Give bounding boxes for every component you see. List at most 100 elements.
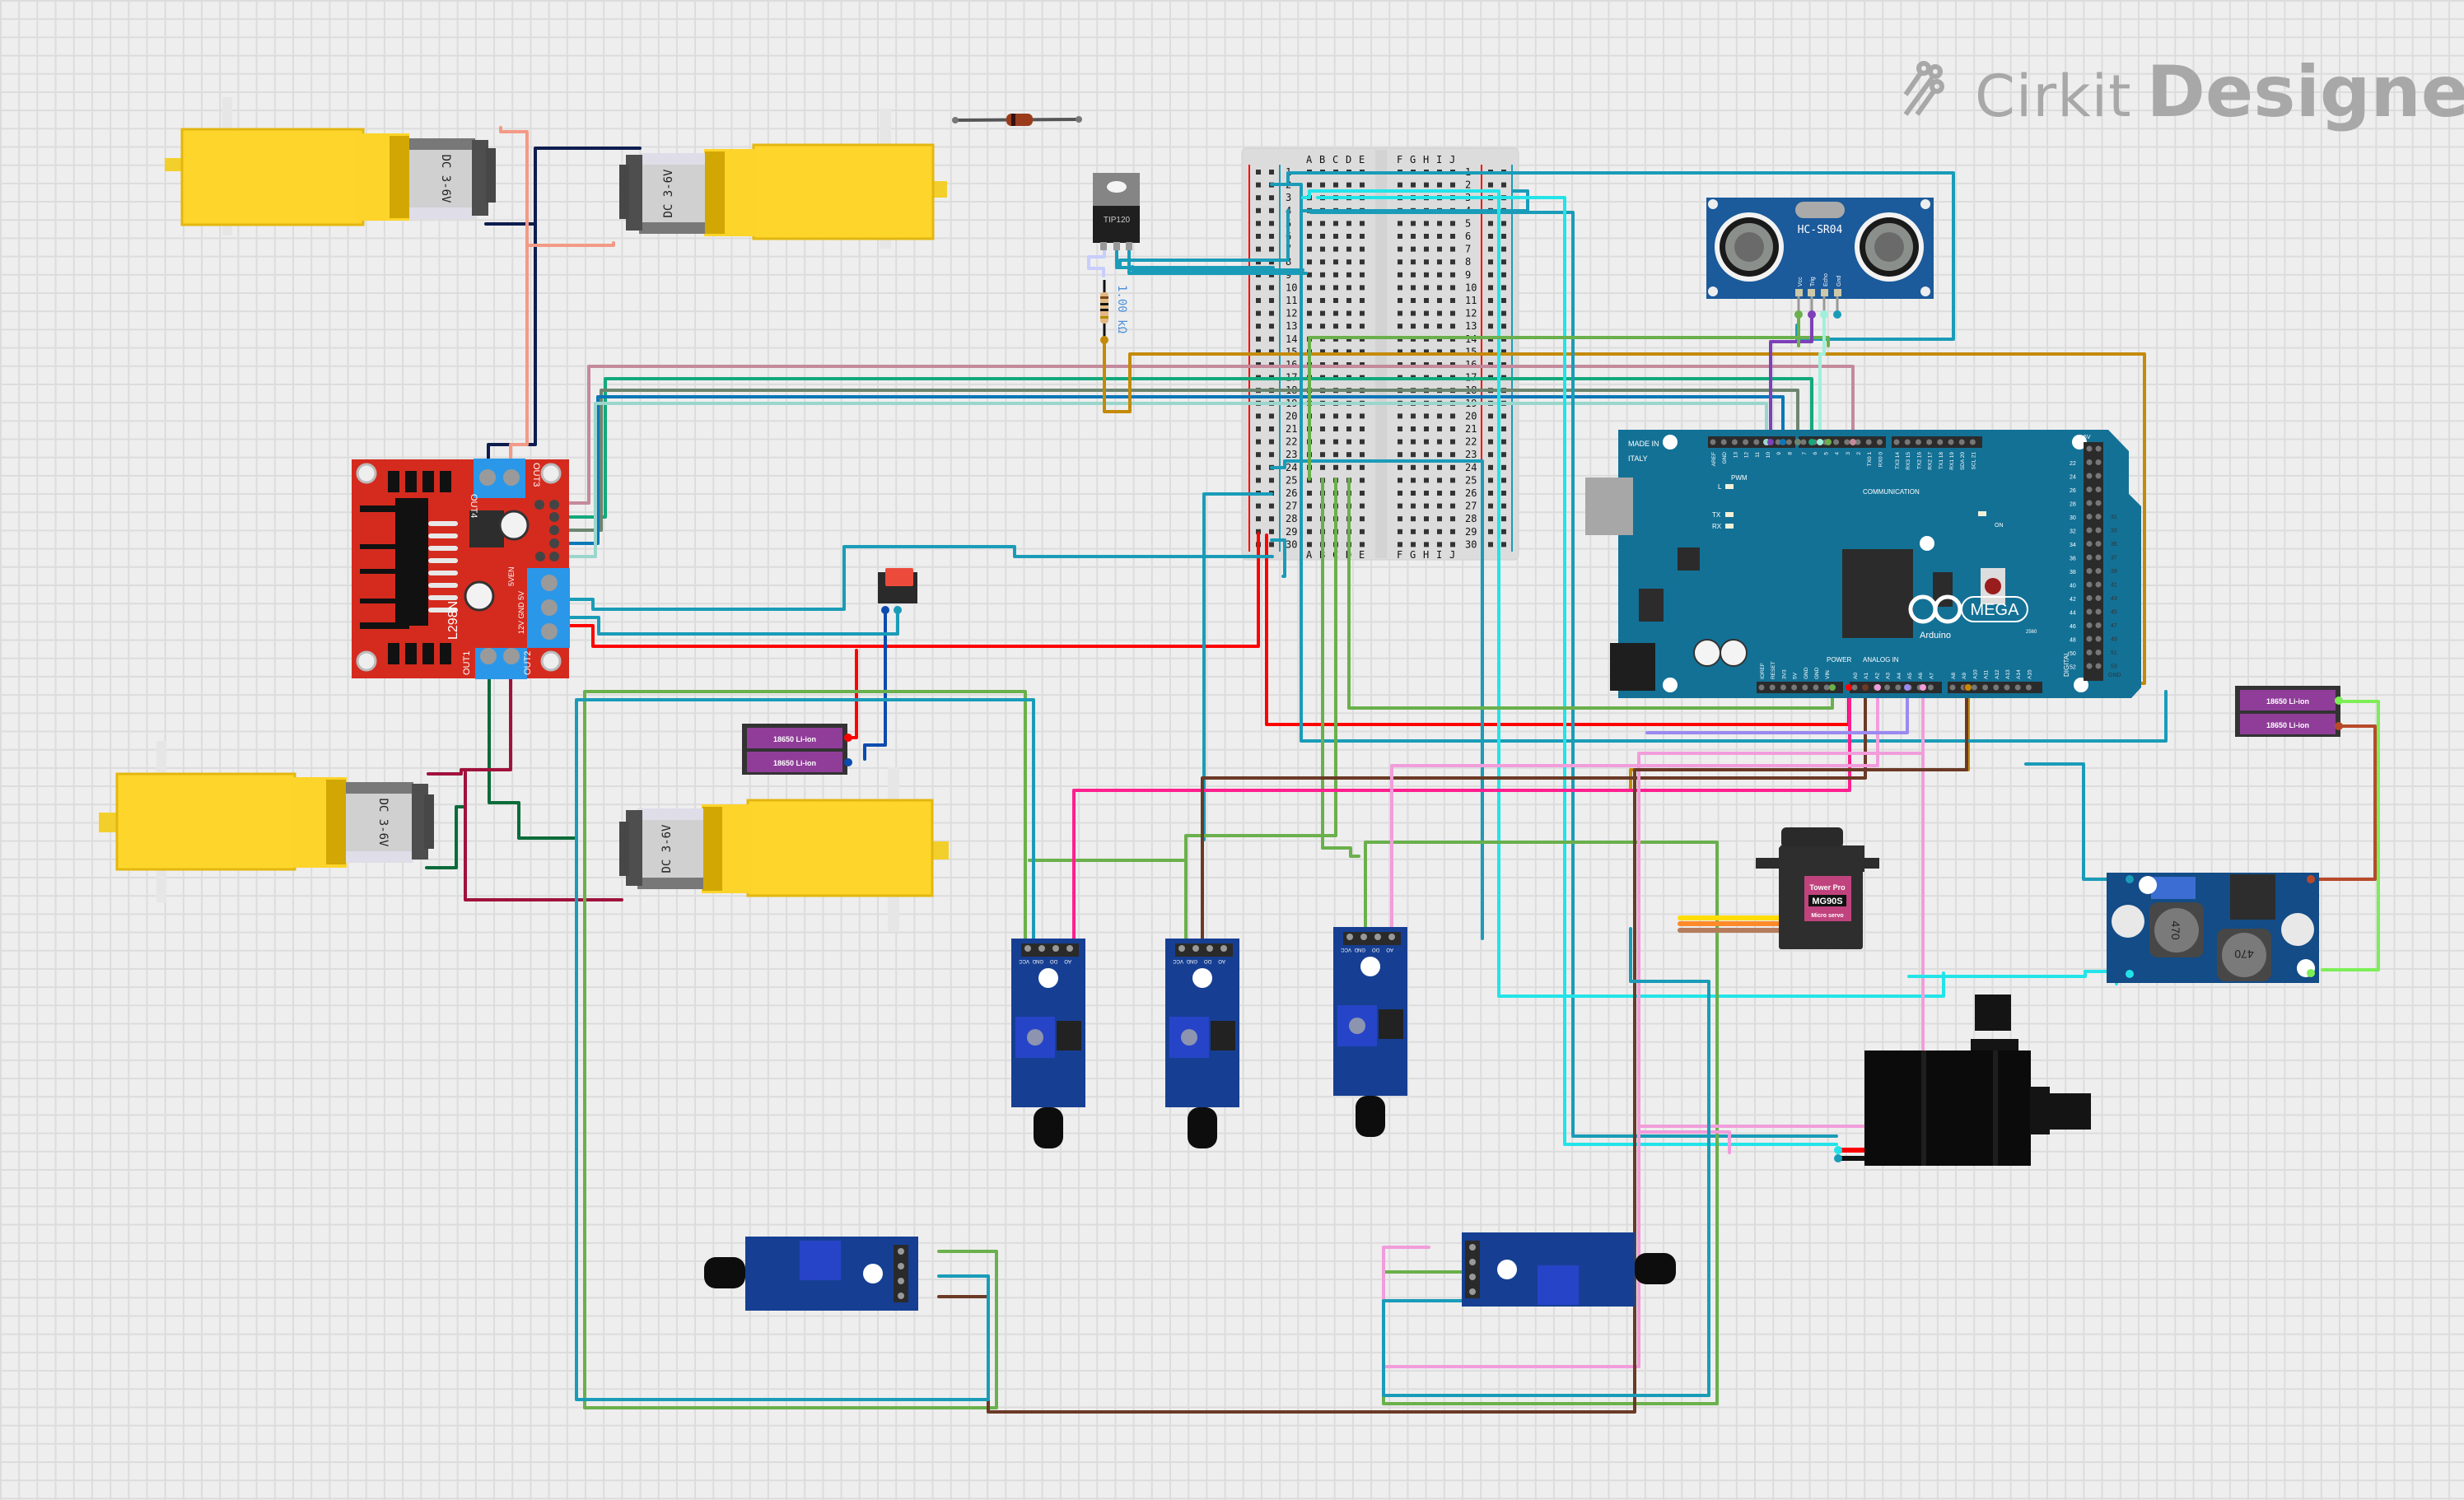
breadboard-hole[interactable] [1450,285,1455,291]
breadboard-hole[interactable] [1398,426,1402,431]
breadboard-hole[interactable] [1424,516,1429,522]
breadboard-hole[interactable] [1333,285,1338,291]
header-pin[interactable] [1710,439,1716,445]
breadboard-hole[interactable] [1360,491,1365,496]
breadboard-hole[interactable] [1346,413,1351,419]
breadboard-hole[interactable] [1450,272,1455,277]
breadboard-hole[interactable] [1333,439,1338,445]
header-pin[interactable] [1785,439,1792,445]
breadboard-hole[interactable] [1360,413,1365,419]
breadboard-hole[interactable] [1346,285,1351,291]
breadboard-hole[interactable] [1424,529,1429,534]
breadboard-hole[interactable] [1437,298,1442,303]
breadboard-hole[interactable] [1501,452,1506,458]
breadboard-hole[interactable] [1424,324,1429,329]
breadboard-hole[interactable] [1398,503,1402,509]
breadboard-hole[interactable] [1346,298,1351,303]
flame-sensor[interactable] [704,1237,918,1311]
breadboard-hole[interactable] [1411,259,1416,265]
breadboard-hole[interactable] [1256,516,1261,522]
breadboard-hole[interactable] [1437,464,1442,470]
header-pin[interactable] [1780,684,1786,691]
header-pin[interactable] [2086,487,2093,492]
breadboard-hole[interactable] [1269,246,1274,252]
breadboard-hole[interactable] [1320,259,1325,265]
header-pin[interactable] [2086,514,2093,519]
header-pin[interactable] [2095,541,2102,547]
breadboard-hole[interactable] [1360,503,1365,509]
breadboard-hole[interactable] [1333,310,1338,316]
breadboard-hole[interactable] [1424,349,1429,355]
header-pin[interactable] [2095,487,2102,492]
breadboard-hole[interactable] [1307,529,1312,534]
breadboard-hole[interactable] [1411,246,1416,252]
header-pin[interactable] [2095,554,2102,561]
header-pin[interactable] [1904,439,1911,445]
breadboard-hole[interactable] [1346,324,1351,329]
breadboard-hole[interactable] [1333,324,1338,329]
header-pin[interactable] [1982,684,1989,691]
breadboard-hole[interactable] [1501,310,1506,316]
breadboard-hole[interactable] [1320,426,1325,431]
breadboard-hole[interactable] [1256,452,1261,458]
breadboard-hole[interactable] [1256,477,1261,483]
breadboard-hole[interactable] [1424,464,1429,470]
header-pin[interactable] [2086,663,2093,669]
breadboard-hole[interactable] [1437,529,1442,534]
breadboard-hole[interactable] [1307,259,1312,265]
breadboard-hole[interactable] [1411,324,1416,329]
breadboard-hole[interactable] [1488,426,1493,431]
breadboard-hole[interactable] [1333,182,1338,188]
header-pin[interactable] [1802,684,1808,691]
header-pin[interactable] [2086,608,2093,615]
breadboard-hole[interactable] [1450,234,1455,239]
header-pin[interactable] [1791,684,1798,691]
breadboard-hole[interactable] [1411,413,1416,419]
breadboard-hole[interactable] [1333,464,1338,470]
header-pin[interactable] [1937,439,1944,445]
breadboard-hole[interactable] [1424,413,1429,419]
breadboard-hole[interactable] [1346,221,1351,226]
header-pin[interactable] [1833,439,1840,445]
breadboard-hole[interactable] [1398,439,1402,445]
breadboard-hole[interactable] [1501,413,1506,419]
breadboard-hole[interactable] [1269,285,1274,291]
breadboard-hole[interactable] [1411,349,1416,355]
breadboard-hole[interactable] [1411,285,1416,291]
breadboard-hole[interactable] [1424,503,1429,509]
breadboard-hole[interactable] [1488,298,1493,303]
breadboard-hole[interactable] [1307,542,1312,547]
breadboard-hole[interactable] [1488,477,1493,483]
breadboard-hole[interactable] [1333,349,1338,355]
header-pin[interactable] [2086,500,2093,506]
xl6009-boost-converter[interactable]: 470 470 [2107,873,2319,983]
breadboard-hole[interactable] [1450,349,1455,355]
header-pin[interactable] [1884,684,1891,691]
breadboard-hole[interactable] [1411,491,1416,496]
breadboard-hole[interactable] [1450,426,1455,431]
breadboard-hole[interactable] [1437,324,1442,329]
header-pin[interactable] [2086,445,2093,452]
breadboard-hole[interactable] [1333,272,1338,277]
breadboard-hole[interactable] [1501,542,1506,547]
header-pin[interactable] [2086,554,2093,561]
breadboard-hole[interactable] [1256,285,1261,291]
breadboard-hole[interactable] [1488,182,1493,188]
breadboard-hole[interactable] [1346,259,1351,265]
dc-motor-top-left[interactable]: DC 3-6V [165,97,496,235]
breadboard-hole[interactable] [1501,503,1506,509]
breadboard-hole[interactable] [1411,529,1416,534]
breadboard-hole[interactable] [1346,310,1351,316]
header-pin[interactable] [1855,439,1861,445]
breadboard-hole[interactable] [1501,272,1506,277]
header-pin[interactable] [1895,684,1902,691]
breadboard-hole[interactable] [1437,234,1442,239]
breadboard-hole[interactable] [1320,452,1325,458]
header-pin[interactable] [2014,684,2021,691]
breadboard-hole[interactable] [1488,516,1493,522]
header-pin[interactable] [1758,684,1765,691]
breadboard-hole[interactable] [1269,195,1274,201]
breadboard-hole[interactable] [1307,246,1312,252]
